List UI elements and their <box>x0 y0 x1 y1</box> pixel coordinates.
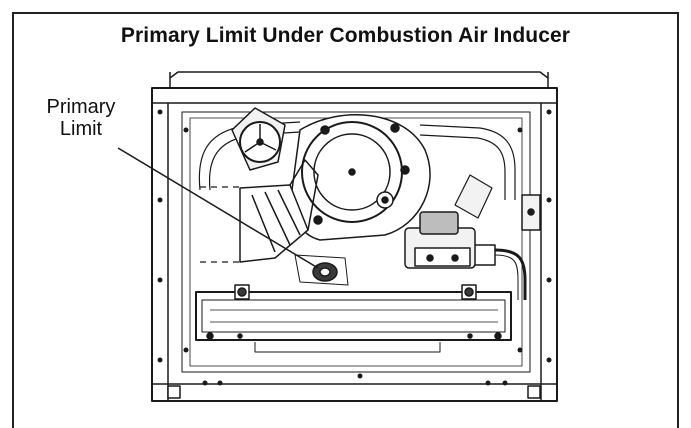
callout-line-1: Primary <box>46 96 116 118</box>
primary-limit-leader-line <box>117 147 319 269</box>
callout-line-2: Limit <box>59 118 103 140</box>
cabinet-base <box>167 385 541 399</box>
combustion-air-inducer <box>291 114 431 241</box>
cabinet-screws <box>157 109 552 386</box>
lower-manifold <box>254 342 441 353</box>
vestibule-panel <box>181 111 531 373</box>
figure-title: Primary Limit Under Combustion Air Induc… <box>120 24 571 47</box>
primary-limit-callout-label: Primary Limit <box>36 96 126 140</box>
inlet-duct <box>239 159 319 263</box>
gas-valve-assembly <box>404 211 527 300</box>
limit-switch-disc <box>231 107 286 171</box>
right-bracket <box>521 194 541 231</box>
furnace-cabinet <box>151 71 558 402</box>
burner-assembly <box>195 284 512 341</box>
primary-limit-switch <box>294 254 349 286</box>
flue-reference-lines <box>200 186 240 263</box>
